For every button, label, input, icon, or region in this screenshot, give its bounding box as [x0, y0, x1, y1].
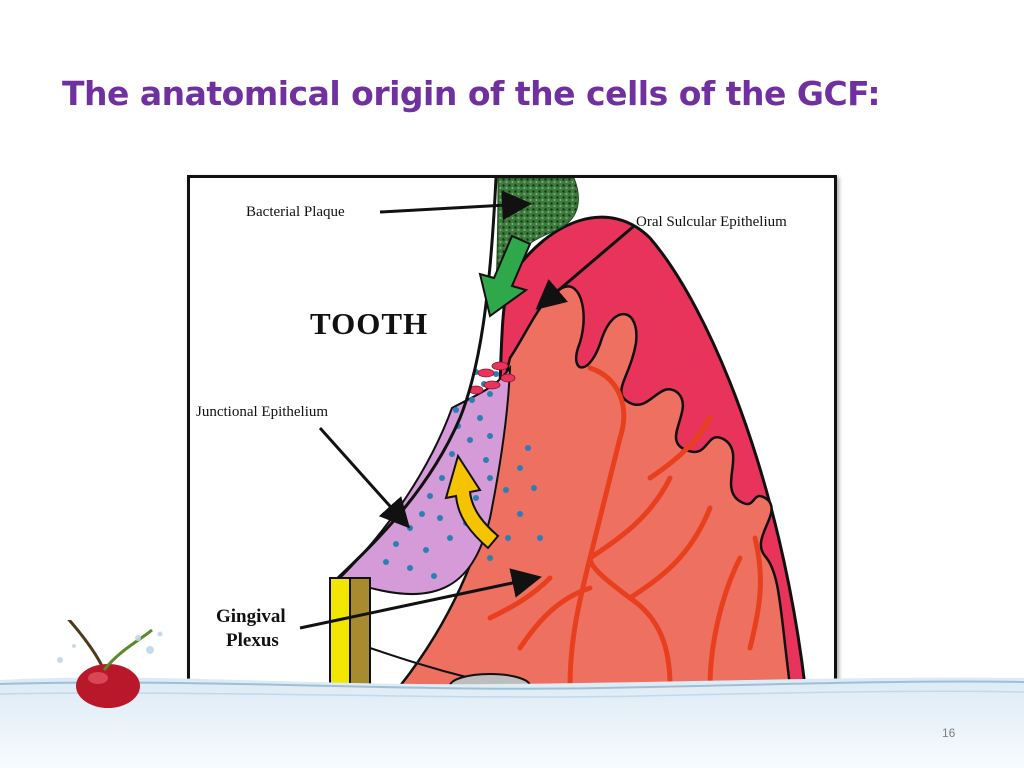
- footer-water-decoration: [0, 620, 1024, 768]
- gingival-plexus-vessels: [487, 365, 763, 686]
- label-oral-sulcular-epithelium: Oral Sulcular Epithelium: [636, 214, 787, 230]
- cementum-band: [349, 577, 371, 686]
- page-number: 16: [942, 726, 956, 740]
- label-junctional-epithelium: Junctional Epithelium: [196, 404, 329, 420]
- green-flow-arrow: [478, 234, 532, 318]
- gingival-plexus-pointer: [299, 568, 542, 630]
- junctional-epithelium-pointer: [318, 426, 411, 529]
- label-gingival-plexus-line1: Gingival: [216, 606, 286, 627]
- slide-title: The anatomical origin of the cells of th…: [62, 74, 881, 113]
- yellow-flow-arrow: [444, 453, 500, 550]
- water-splash-icon: [57, 631, 163, 663]
- red-blood-cells: [468, 361, 516, 395]
- bacterial-plaque-pointer: [379, 190, 532, 221]
- diagram-illustration: [299, 178, 807, 686]
- label-gingival-plexus-line2: Plexus: [226, 630, 279, 651]
- tooth-surface-line: [336, 178, 498, 580]
- gingival-sulcus-diagram: Bacterial Plaque Oral Sulcular Epitheliu…: [187, 175, 837, 689]
- label-tooth: TOOTH: [310, 306, 429, 341]
- oral-sulcular-epithelium-pointer: [535, 224, 635, 310]
- label-bacterial-plaque: Bacterial Plaque: [246, 204, 345, 220]
- cherry-icon: [67, 620, 153, 708]
